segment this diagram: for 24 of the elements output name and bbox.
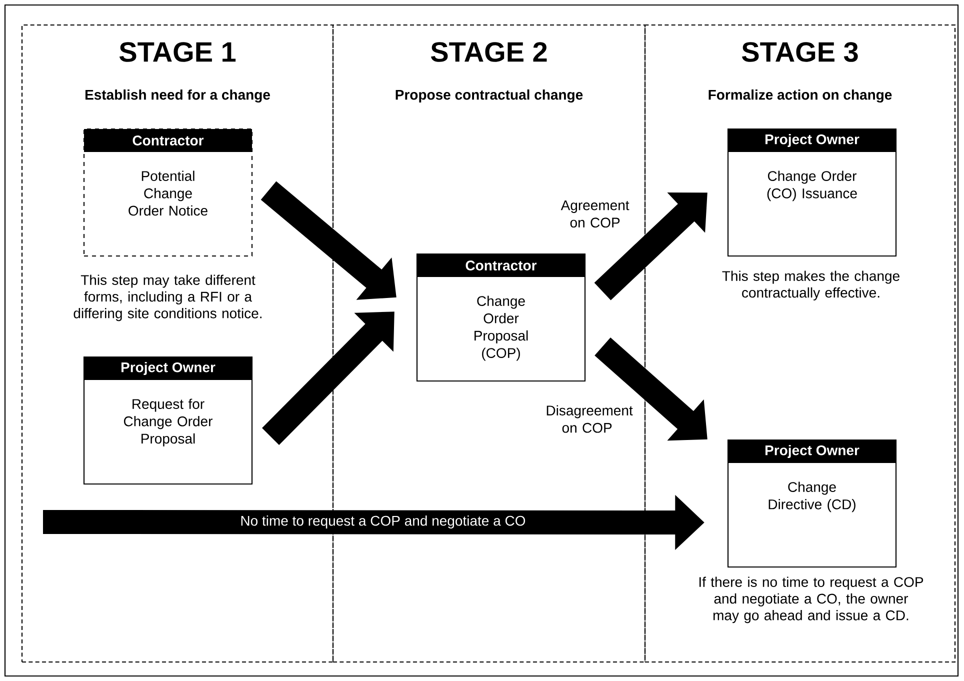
note-text: If there is no time to request a COP and negotiate a CO, the owner may go ahead and issue a CD. <box>699 576 924 624</box>
box-text: Change Order Proposal (COP) <box>474 296 528 361</box>
role-header: Project Owner <box>765 134 860 148</box>
box-text: Potential Change Order Notice <box>128 170 208 216</box>
role-header: Project Owner <box>765 444 860 458</box>
stage-heading: STAGE 2 <box>430 42 547 62</box>
stage-heading: STAGE 1 <box>119 42 236 62</box>
role-header: Contractor <box>132 136 204 146</box>
note-text: This step makes the change contractually effective. <box>722 270 900 300</box>
stage-heading: STAGE 3 <box>742 42 858 62</box>
box-text: Change Directive (CD) <box>768 482 856 512</box>
role-header: Project Owner <box>122 362 216 376</box>
stage-subtitle: Establish need for a change <box>85 89 270 103</box>
block-arrow <box>262 312 394 445</box>
stage-subtitle: Propose contractual change <box>396 89 583 103</box>
box-text: Request for Change Order Proposal <box>124 398 212 446</box>
edge-label: Agreement on COP <box>552 199 638 229</box>
box-text: Change Order (CO) Issuance <box>767 170 857 202</box>
note-text: This step may take different forms, including a RFI or a differing site conditions notice. <box>74 274 262 322</box>
role-header: Contractor <box>466 260 537 270</box>
edge-label: Disagreement on COP <box>544 404 633 434</box>
edge-label: No time to request a COP and negotiate a CO <box>238 514 528 530</box>
block-arrow <box>594 192 708 300</box>
stage-subtitle: Formalize action on change <box>708 89 892 103</box>
